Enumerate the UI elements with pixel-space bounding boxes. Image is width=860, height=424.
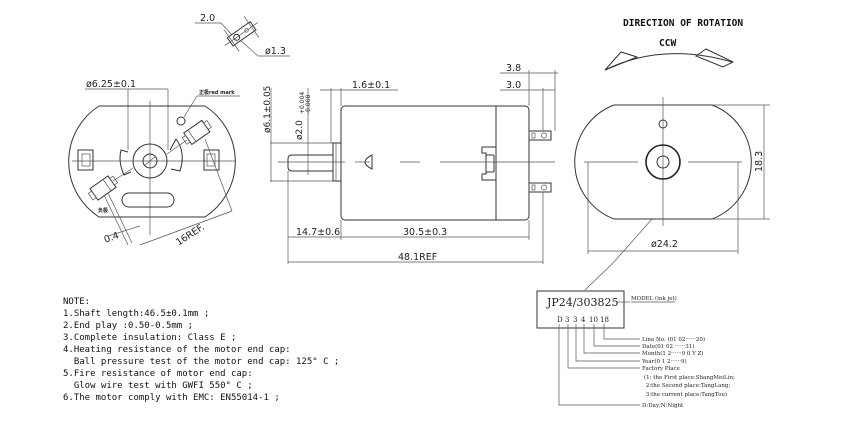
note-line: Ball pressure test of the motor end cap:… <box>63 357 339 367</box>
note-line: Glow wire test with GWFI 550° C ; <box>63 381 253 391</box>
diameter-dim: ø24.2 <box>651 239 678 250</box>
rotation-title: DIRECTION OF ROTATION <box>623 18 743 29</box>
model-label: MODEL (ink jet) <box>631 295 677 302</box>
code-char: 10 <box>589 316 598 324</box>
terminal-pin-detail: 2.0 ø1.3 <box>195 13 290 57</box>
bearing-diameter-dim: ø6.25±0.1 <box>86 79 136 90</box>
note-line: 6.The motor comply with EMC: EN55014-1 ; <box>63 393 280 403</box>
model-code: JP24/303825 <box>546 296 619 309</box>
terminal-outer-dim: 3.8 <box>506 63 521 74</box>
rotation-indicator: DIRECTION OF ROTATION CCW <box>604 18 743 71</box>
shaft-tol-upper: +0.004 <box>299 92 306 114</box>
body-length-dim: 30.5±0.3 <box>403 227 447 238</box>
note-line: 2.End play :0.50-0.5mm ; <box>63 321 193 331</box>
shaft-end-view: 18.3 ø24.2 <box>574 97 770 291</box>
note-line: 5.Fire resistance of motor end cap: <box>63 369 253 379</box>
legend-line: Date(01 02 ······31) <box>642 343 694 350</box>
note-line: 4.Heating resistance of the motor end ca… <box>63 345 291 355</box>
code-char: 18 <box>600 316 609 324</box>
red-mark-label: 正极red mark <box>199 89 235 96</box>
motor-side-view: ø6.1±0.05 ø2.0 +0.004 -0.008 1.6±0.1 <box>263 63 558 264</box>
shaft-diameter-dim: ø2.0 <box>295 120 305 140</box>
boss-length-dim: 1.6±0.1 <box>352 80 390 91</box>
code-char: 4 <box>581 316 586 324</box>
legend-line: Factory Place <box>642 366 680 372</box>
total-length-dim: 48.1REF <box>398 252 437 263</box>
pin-hole-dim: ø1.3 <box>265 46 286 57</box>
legend-line: (1: the First place:ShangMeiLin; <box>644 374 735 381</box>
notes-block: NOTE: 1.Shaft length:46.5±0.1mm ; 2.End … <box>63 297 339 403</box>
legend-line: Month(1 2······9 0 Y Z) <box>642 350 703 357</box>
legend-line: 2:the Second place:TangLang; <box>644 383 730 389</box>
rotation-direction: CCW <box>659 38 676 49</box>
legend-line: Line No. (01 02······20) <box>642 336 705 343</box>
legend-line: 3:the current place:TangTou) <box>644 391 727 398</box>
note-line: 1.Shaft length:46.5±0.1mm ; <box>63 309 209 319</box>
marking-legend: JP24/303825 MODEL (ink jet) D 3 3 4 10 1… <box>536 290 735 409</box>
terminal-thickness-dim: 0.4 <box>103 230 121 246</box>
pin-width-dim: 2.0 <box>200 13 215 24</box>
legend-line: Year(0 1 2······9) <box>641 358 687 365</box>
code-char: 3 <box>573 316 577 324</box>
legend-line: D:Day;N:Night <box>642 403 684 409</box>
shaft-length-dim: 14.7±0.6 <box>296 227 340 238</box>
negative-label: 负极 <box>98 207 108 214</box>
code-char: 3 <box>565 316 569 324</box>
shaft-tol-lower: -0.008 <box>305 94 312 114</box>
height-dim: 18.3 <box>754 151 765 172</box>
terminal-inner-dim: 3.0 <box>506 80 521 91</box>
notes-heading: NOTE: <box>63 297 90 307</box>
brush-end-view: ø6.25±0.1 正极red mark <box>68 79 240 248</box>
code-char: D <box>557 316 563 324</box>
brush-span-dim: 16REF. <box>174 222 207 248</box>
boss-diameter-dim: ø6.1±0.05 <box>263 86 273 133</box>
rotation-arrowhead-icon <box>604 51 639 71</box>
note-line: 3.Complete insulation: Class E ; <box>63 333 236 343</box>
